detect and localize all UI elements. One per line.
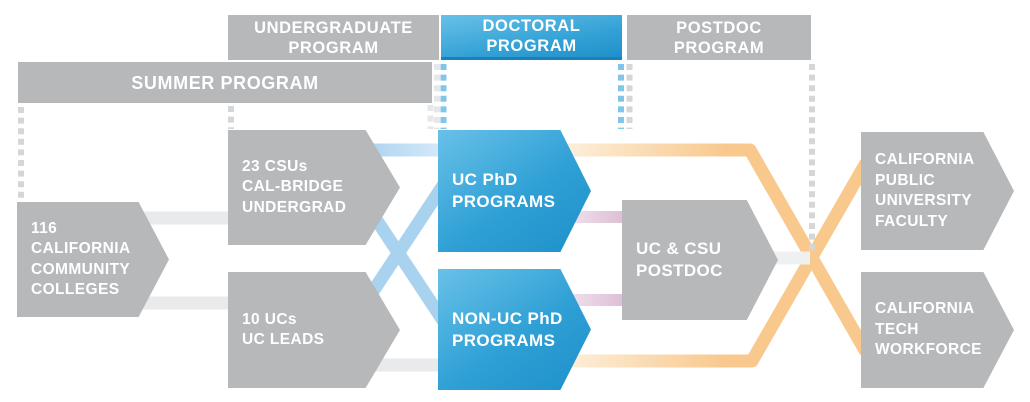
node-public-university-faculty-label: CALIFORNIA PUBLIC UNIVERSITY FACULTY — [875, 151, 975, 230]
node-public-university-faculty: CALIFORNIA PUBLIC UNIVERSITY FACULTY — [861, 132, 1014, 250]
node-non-uc-phd-label: NON-UC PhD PROGRAMS — [452, 308, 563, 350]
node-uc-phd: UC PhD PROGRAMS — [438, 130, 591, 252]
node-csu-calbridge-label: 23 CSUs CAL-BRIDGE UNDERGRAD — [242, 157, 347, 216]
connector-nonucphd-to-faculty — [556, 159, 872, 368]
node-uc-leads-label: 10 UCs UC LEADS — [242, 310, 325, 349]
header-doctoral-label: DOCTORAL PROGRAM — [482, 17, 581, 55]
header-summer-label: SUMMER PROGRAM — [131, 72, 319, 93]
header-undergraduate-label: UNDERGRADUATE PROGRAM — [254, 18, 413, 57]
header-summer-program: SUMMER PROGRAM — [18, 62, 432, 103]
node-csu-calbridge: 23 CSUs CAL-BRIDGE UNDERGRAD — [228, 130, 400, 245]
header-postdoc-label: POSTDOC PROGRAM — [673, 18, 765, 57]
node-community-colleges: 116 CALIFORNIA COMMUNITY COLLEGES — [17, 202, 169, 317]
connector-ucleads-to-ucphd — [356, 174, 454, 312]
connector-ucphd-to-workforce — [556, 143, 872, 356]
node-community-colleges-label: 116 CALIFORNIA COMMUNITY COLLEGES — [31, 219, 131, 299]
header-undergraduate-program: UNDERGRADUATE PROGRAM — [228, 15, 439, 60]
node-uc-csu-postdoc-label: UC & CSU POSTDOC — [636, 239, 723, 280]
node-uc-phd-label: UC PhD PROGRAMS — [452, 170, 556, 211]
node-tech-workforce: CALIFORNIA TECH WORKFORCE — [861, 272, 1014, 388]
node-tech-workforce-label: CALIFORNIA TECH WORKFORCE — [875, 300, 982, 359]
node-non-uc-phd: NON-UC PhD PROGRAMS — [438, 269, 591, 390]
header-postdoc-program: POSTDOC PROGRAM — [627, 15, 811, 60]
node-uc-csu-postdoc: UC & CSU POSTDOC — [622, 200, 778, 320]
node-uc-leads: 10 UCs UC LEADS — [228, 272, 400, 388]
header-doctoral-program: DOCTORAL PROGRAM — [441, 15, 622, 60]
